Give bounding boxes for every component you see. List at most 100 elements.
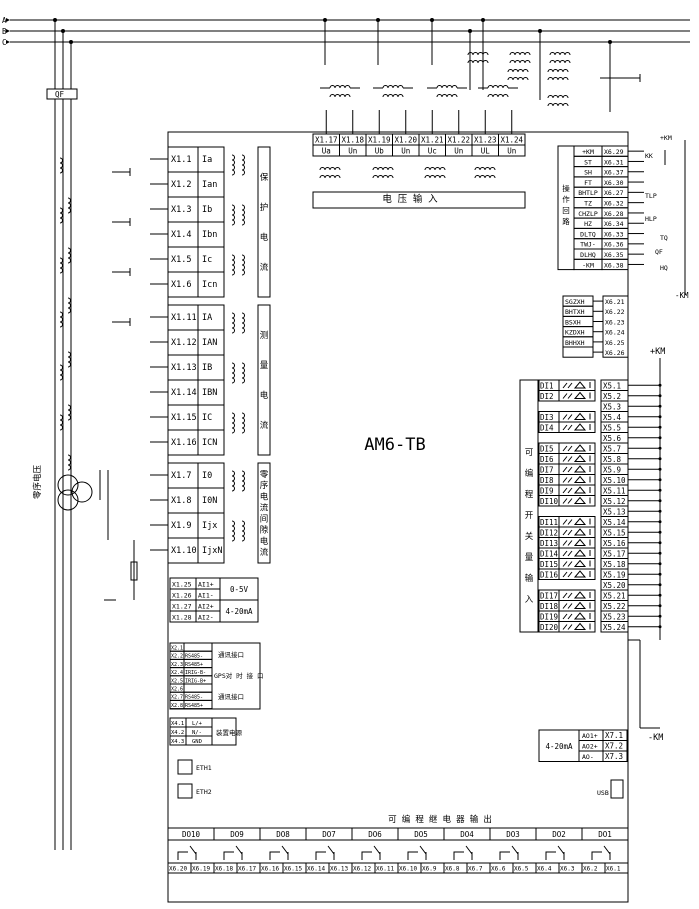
signal-terminal: X6.22 bbox=[605, 308, 625, 316]
voltage-section-label: 电 压 输 入 bbox=[382, 193, 438, 205]
di-terminal: X5.20 bbox=[603, 581, 626, 590]
current-group-label: 流 bbox=[260, 262, 269, 273]
di-terminal: X5.2 bbox=[603, 392, 621, 401]
relay-contact-icon bbox=[315, 845, 335, 860]
usb-port-icon[interactable] bbox=[610, 779, 624, 799]
eth1-label: ETH1 bbox=[196, 764, 212, 772]
di-terminal: X5.24 bbox=[603, 623, 626, 632]
optocoupler-icon bbox=[562, 570, 591, 578]
current-signal: IBN bbox=[202, 388, 217, 398]
di-terminal: X5.13 bbox=[603, 508, 626, 517]
signal-terminal: X6.24 bbox=[605, 329, 625, 337]
ops-signal: +KM bbox=[582, 148, 594, 156]
zero-seq-pt: 零序电压 bbox=[32, 464, 138, 601]
ops-signal: -KM bbox=[582, 261, 594, 269]
ops-terminal: X6.36 bbox=[604, 241, 624, 249]
relay-terminal: X6.18 bbox=[215, 866, 233, 873]
di-terminal: X5.14 bbox=[603, 518, 626, 527]
signal-terminal: X6.25 bbox=[605, 339, 625, 347]
relay-output: DO1 bbox=[598, 830, 612, 839]
ao-signal: AI2- bbox=[198, 614, 214, 622]
ops-terminal: X6.28 bbox=[604, 210, 624, 218]
relay-contact-icon bbox=[223, 845, 243, 860]
aor-terminal: X7.3 bbox=[605, 752, 623, 761]
ops-terminal: X6.38 bbox=[604, 261, 624, 269]
comm-terminal: X2.6 bbox=[171, 687, 183, 693]
power-label: 装置电源 bbox=[216, 728, 243, 737]
relay-terminal: X6.13 bbox=[330, 866, 348, 873]
current-signal: Ia bbox=[202, 155, 212, 165]
current-terminal: X1.1 bbox=[171, 155, 191, 165]
eth1-port-icon[interactable] bbox=[177, 759, 193, 775]
optocoupler-icon bbox=[562, 591, 591, 599]
ao-signal: AI1+ bbox=[198, 581, 214, 589]
current-group-label: 电 bbox=[260, 232, 269, 243]
comm-terminal: X2.1 bbox=[171, 646, 183, 652]
current-signal: Ibn bbox=[202, 230, 217, 240]
ops-signal: FT bbox=[584, 179, 592, 187]
relay-terminal: X6.6 bbox=[491, 866, 506, 873]
relay-contact-icon bbox=[269, 845, 289, 860]
power-terminal: X4.3 bbox=[171, 739, 184, 745]
comm-terminal: X2.2 bbox=[171, 654, 183, 660]
comm-terminal: X2.5 bbox=[171, 678, 183, 684]
relay-terminal: X6.4 bbox=[537, 866, 552, 873]
relay-contact-icon bbox=[361, 845, 381, 860]
relay-output: DO2 bbox=[552, 830, 566, 839]
signal-terminal: X6.21 bbox=[605, 298, 625, 306]
eth2-label: ETH2 bbox=[196, 788, 212, 796]
ops-terminal: X6.29 bbox=[604, 148, 624, 156]
di-terminal: X5.12 bbox=[603, 497, 626, 506]
di-input-name: DI15 bbox=[540, 560, 558, 569]
signal-name: KZDXH bbox=[565, 329, 585, 337]
ops-tlp: TLP bbox=[645, 192, 657, 200]
ops-terminal: X6.31 bbox=[604, 158, 624, 166]
current-signal: IB bbox=[202, 363, 212, 373]
comm-signal: RS485+ bbox=[185, 662, 203, 668]
ops-signal: TZ bbox=[584, 200, 592, 208]
di-input-name: DI1 bbox=[540, 382, 554, 391]
current-group-label: 护 bbox=[260, 202, 269, 213]
usb-label: USB bbox=[597, 789, 609, 797]
di-input-name: DI20 bbox=[540, 623, 559, 632]
voltage-signal: Un bbox=[454, 147, 463, 156]
relay-terminal: X6.5 bbox=[514, 866, 529, 873]
current-terminal: X1.5 bbox=[171, 255, 191, 265]
relay-output: DO10 bbox=[182, 830, 201, 839]
relay-terminal: X6.3 bbox=[560, 866, 575, 873]
current-terminal: X1.8 bbox=[171, 496, 191, 506]
ops-terminal: X6.37 bbox=[604, 169, 624, 177]
current-group-label: 零 bbox=[260, 470, 269, 480]
aor-signal: AO- bbox=[582, 753, 594, 761]
di-terminal: X5.23 bbox=[603, 613, 626, 622]
eth2-port-icon[interactable] bbox=[177, 783, 193, 799]
relay-terminal: X6.12 bbox=[353, 866, 371, 873]
di-terminal: X5.8 bbox=[603, 455, 622, 464]
di-input-name: DI5 bbox=[540, 445, 554, 454]
di-terminal: X5.3 bbox=[603, 403, 621, 412]
optocoupler-icon bbox=[562, 612, 591, 620]
comm-signal: RS485- bbox=[185, 654, 203, 660]
signal-terminal: X6.26 bbox=[605, 349, 625, 357]
ops-signal: CHZLP bbox=[578, 210, 598, 218]
optocoupler-icon bbox=[562, 496, 591, 504]
current-group-label: 电 bbox=[260, 536, 269, 547]
di-label: 程 bbox=[525, 490, 534, 500]
di-terminal: X5.5 bbox=[603, 424, 621, 433]
di-input-name: DI17 bbox=[540, 592, 558, 601]
relay-output: DO7 bbox=[322, 830, 336, 839]
di-terminal: X5.17 bbox=[603, 550, 626, 559]
di-input-name: DI2 bbox=[540, 392, 554, 401]
di-terminal: X5.11 bbox=[603, 487, 626, 496]
ops-hlp: HLP bbox=[645, 215, 657, 223]
aor-terminal: X7.1 bbox=[605, 731, 623, 740]
relay-terminal: X6.15 bbox=[284, 866, 302, 873]
aor-label: 4-20mA bbox=[545, 742, 573, 751]
current-terminal: X1.11 bbox=[171, 313, 197, 323]
ao-terminal: X1.28 bbox=[172, 614, 192, 622]
ao-terminal: X1.26 bbox=[172, 592, 192, 600]
signal-name: BHHXH bbox=[565, 339, 585, 347]
ops-terminal: X6.35 bbox=[604, 251, 624, 259]
